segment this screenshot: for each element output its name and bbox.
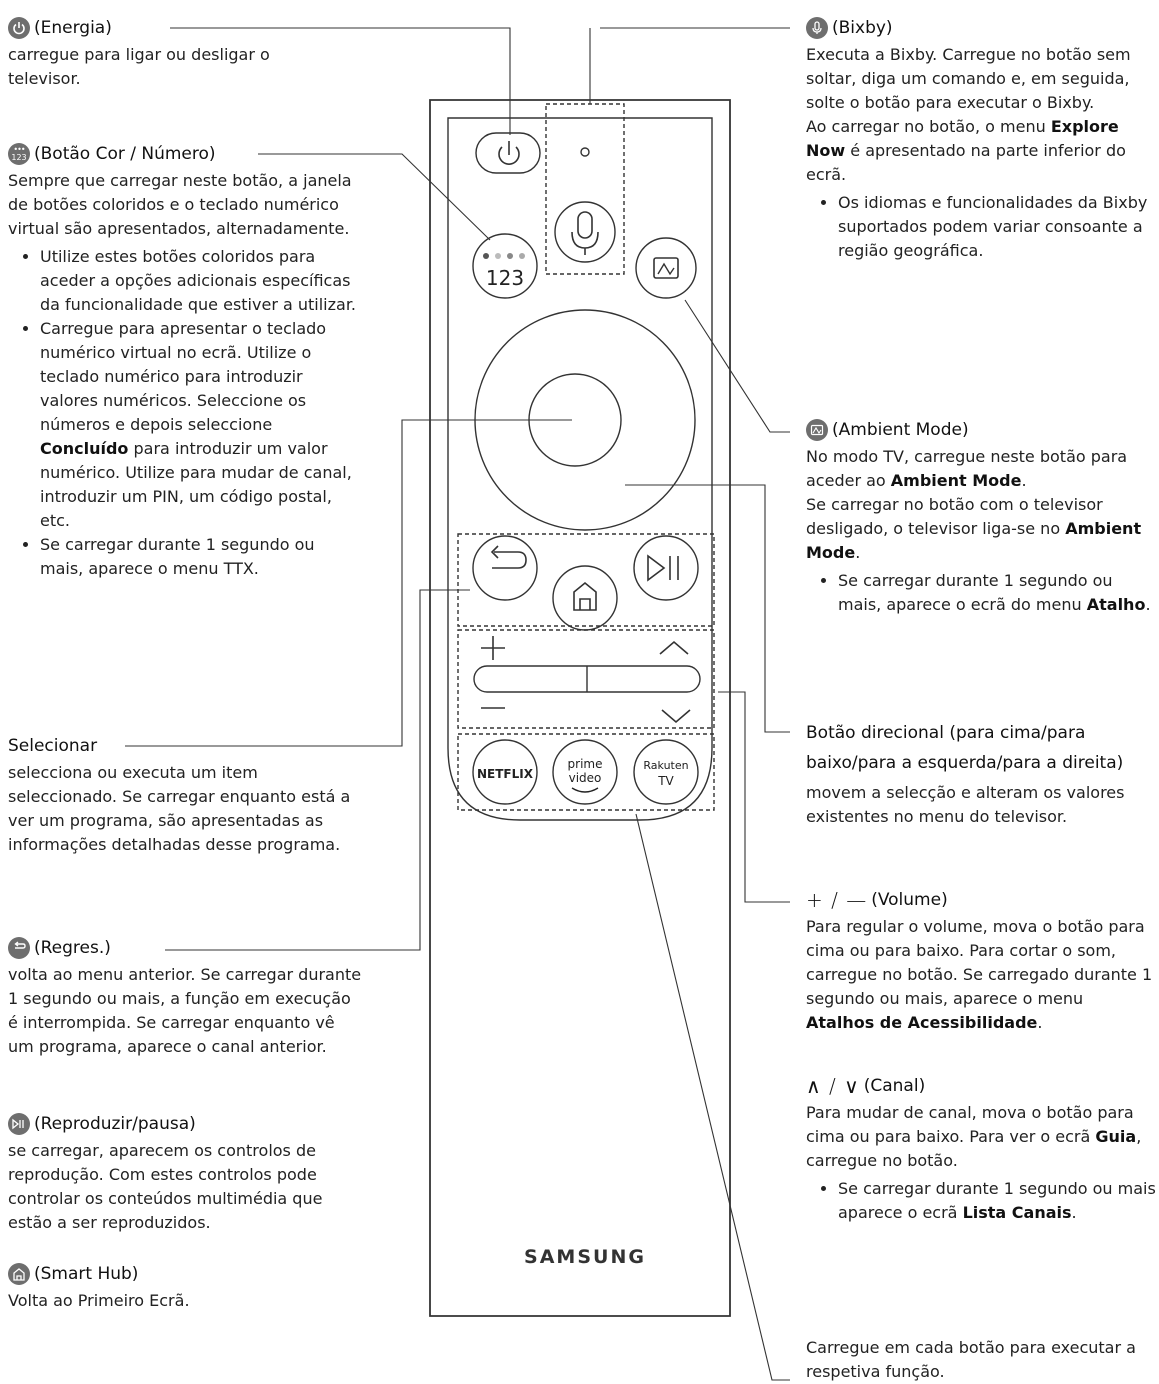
apps-zone: [457, 733, 715, 811]
back-text: volta ao menu anterior. Se carregar dura…: [8, 965, 362, 1056]
channel-section: ∧ / ∨ (Canal) Para mudar de canal, mova …: [806, 1074, 1156, 1225]
power-icon: [8, 17, 30, 39]
power-title: (Energia): [34, 18, 112, 38]
netflix-label: NETFLIX: [477, 767, 534, 781]
bixby-section: (Bixby) Executa a Bixby. Carregue no bot…: [806, 16, 1156, 263]
direction-text: movem a selecção e alteram os valores ex…: [806, 783, 1125, 826]
leader-lines: [125, 27, 790, 1381]
home-button: [552, 565, 618, 631]
ambient-button: [635, 237, 697, 299]
select-title: Selecionar: [8, 736, 98, 756]
ambient-text-2: Se carregar no botão com o televisor des…: [806, 495, 1142, 562]
smarthub-section: (Smart Hub) Volta ao Primeiro Ecrã.: [8, 1262, 363, 1313]
color-number-bullet-2: Carregue para apresentar o teclado numér…: [40, 317, 360, 533]
color-number-bullets: Utilize estes botões coloridos para aced…: [8, 245, 360, 581]
remote-body: [429, 99, 731, 1317]
back-button: [472, 535, 538, 601]
color-number-title: (Botão Cor / Número): [34, 144, 216, 164]
volume-section: + / — (Volume) Para regular o volume, mo…: [806, 888, 1156, 1035]
rakuten-label-2: TV: [657, 774, 674, 788]
ambient-bullet: Se carregar durante 1 segundo ou mais, a…: [838, 569, 1156, 617]
mic-icon: [577, 211, 593, 239]
power-icon: [498, 146, 520, 165]
color-number-icon-label: 123: [11, 153, 27, 162]
channel-symbol: ∧ / ∨: [806, 1074, 860, 1098]
numpad-label: 123: [486, 266, 524, 290]
direction-title: Botão direcional (para cima/para baixo/p…: [806, 723, 1124, 773]
remote-inner-frame: [447, 117, 713, 821]
apps-text: Carregue em cada botão para executar a r…: [806, 1338, 1136, 1381]
playpause-section: (Reproduzir/pausa) se carregar, aparecem…: [8, 1112, 363, 1235]
bixby-bullets: Os idiomas e funcionalidades da Bixby su…: [806, 191, 1156, 263]
power-section: (Energia) carregue para ligar ou desliga…: [8, 16, 308, 91]
channel-bullets: Se carregar durante 1 segundo ou mais ap…: [806, 1177, 1156, 1225]
volume-title: (Volume): [871, 890, 948, 910]
channel-title: (Canal): [863, 1076, 926, 1096]
samsung-brand: SAMSUNG: [524, 1246, 646, 1268]
bixby-bullet: Os idiomas e funcionalidades da Bixby su…: [838, 191, 1156, 263]
ambient-text-1: No modo TV, carregue neste botão para ac…: [806, 447, 1128, 490]
direction-section: Botão direcional (para cima/para baixo/p…: [806, 718, 1156, 829]
power-button: [475, 132, 541, 174]
prime-label-2: video: [569, 771, 602, 785]
select-text: selecciona ou executa um item selecciona…: [8, 763, 351, 854]
color-number-section: ••• 123 (Botão Cor / Número) Sempre que …: [8, 142, 360, 581]
ambient-title: (Ambient Mode): [832, 420, 969, 440]
bixby-button: [554, 201, 616, 263]
mic-hole: [580, 147, 590, 157]
color-dots-icon: [483, 253, 525, 259]
channel-text: Para mudar de canal, mova o botão para c…: [806, 1103, 1142, 1170]
ambient-bullets: Se carregar durante 1 segundo ou mais, a…: [806, 569, 1156, 617]
color-number-bullet-3: Se carregar durante 1 segundo ou mais, a…: [40, 533, 360, 581]
ambient-icon: [653, 257, 679, 279]
ambient-icon: [806, 419, 828, 441]
color-number-bullet-1: Utilize estes botões coloridos para aced…: [40, 245, 360, 317]
color-number-icon: ••• 123: [8, 143, 30, 165]
playpause-icon: [8, 1113, 30, 1135]
prime-video-button: [552, 739, 618, 805]
select-section: Selecionar selecciona ou executa um item…: [8, 734, 363, 857]
volume-channel-zone: [457, 629, 715, 729]
prime-label-1: prime: [568, 757, 603, 771]
playpause-title: (Reproduzir/pausa): [34, 1114, 196, 1134]
volume-symbol: + / —: [806, 888, 868, 912]
color-number-button: [472, 233, 538, 299]
ambient-section: (Ambient Mode) No modo TV, carregue nest…: [806, 418, 1156, 617]
mic-icon: [806, 17, 828, 39]
bixby-title: (Bixby): [832, 18, 893, 38]
apps-section: Carregue em cada botão para executar a r…: [806, 1336, 1156, 1384]
home-icon: [8, 1263, 30, 1285]
channel-bullet: Se carregar durante 1 segundo ou mais ap…: [838, 1177, 1156, 1225]
bixby-text-2: Ao carregar no botão, o menu Explore Now…: [806, 117, 1126, 184]
color-number-text: Sempre que carregar neste botão, a janel…: [8, 171, 352, 238]
back-title: (Regres.): [34, 938, 111, 958]
rakuten-label-1: Rakuten: [643, 759, 688, 772]
smarthub-title: (Smart Hub): [34, 1264, 139, 1284]
power-text: carregue para ligar ou desligar o televi…: [8, 45, 270, 88]
netflix-button: [472, 739, 538, 805]
volume-text: Para regular o volume, mova o botão para…: [806, 917, 1153, 1032]
smarthub-text: Volta ao Primeiro Ecrã.: [8, 1291, 190, 1310]
playpause-text: se carregar, aparecem os controlos de re…: [8, 1141, 323, 1232]
rakuten-tv-button: [633, 739, 699, 805]
back-section: (Regres.) volta ao menu anterior. Se car…: [8, 936, 363, 1059]
playpause-button: [633, 535, 699, 601]
bixby-zone: [545, 103, 625, 275]
media-zone: [457, 533, 715, 627]
back-icon: [8, 937, 30, 959]
bixby-text: Executa a Bixby. Carregue no botão sem s…: [806, 45, 1131, 112]
